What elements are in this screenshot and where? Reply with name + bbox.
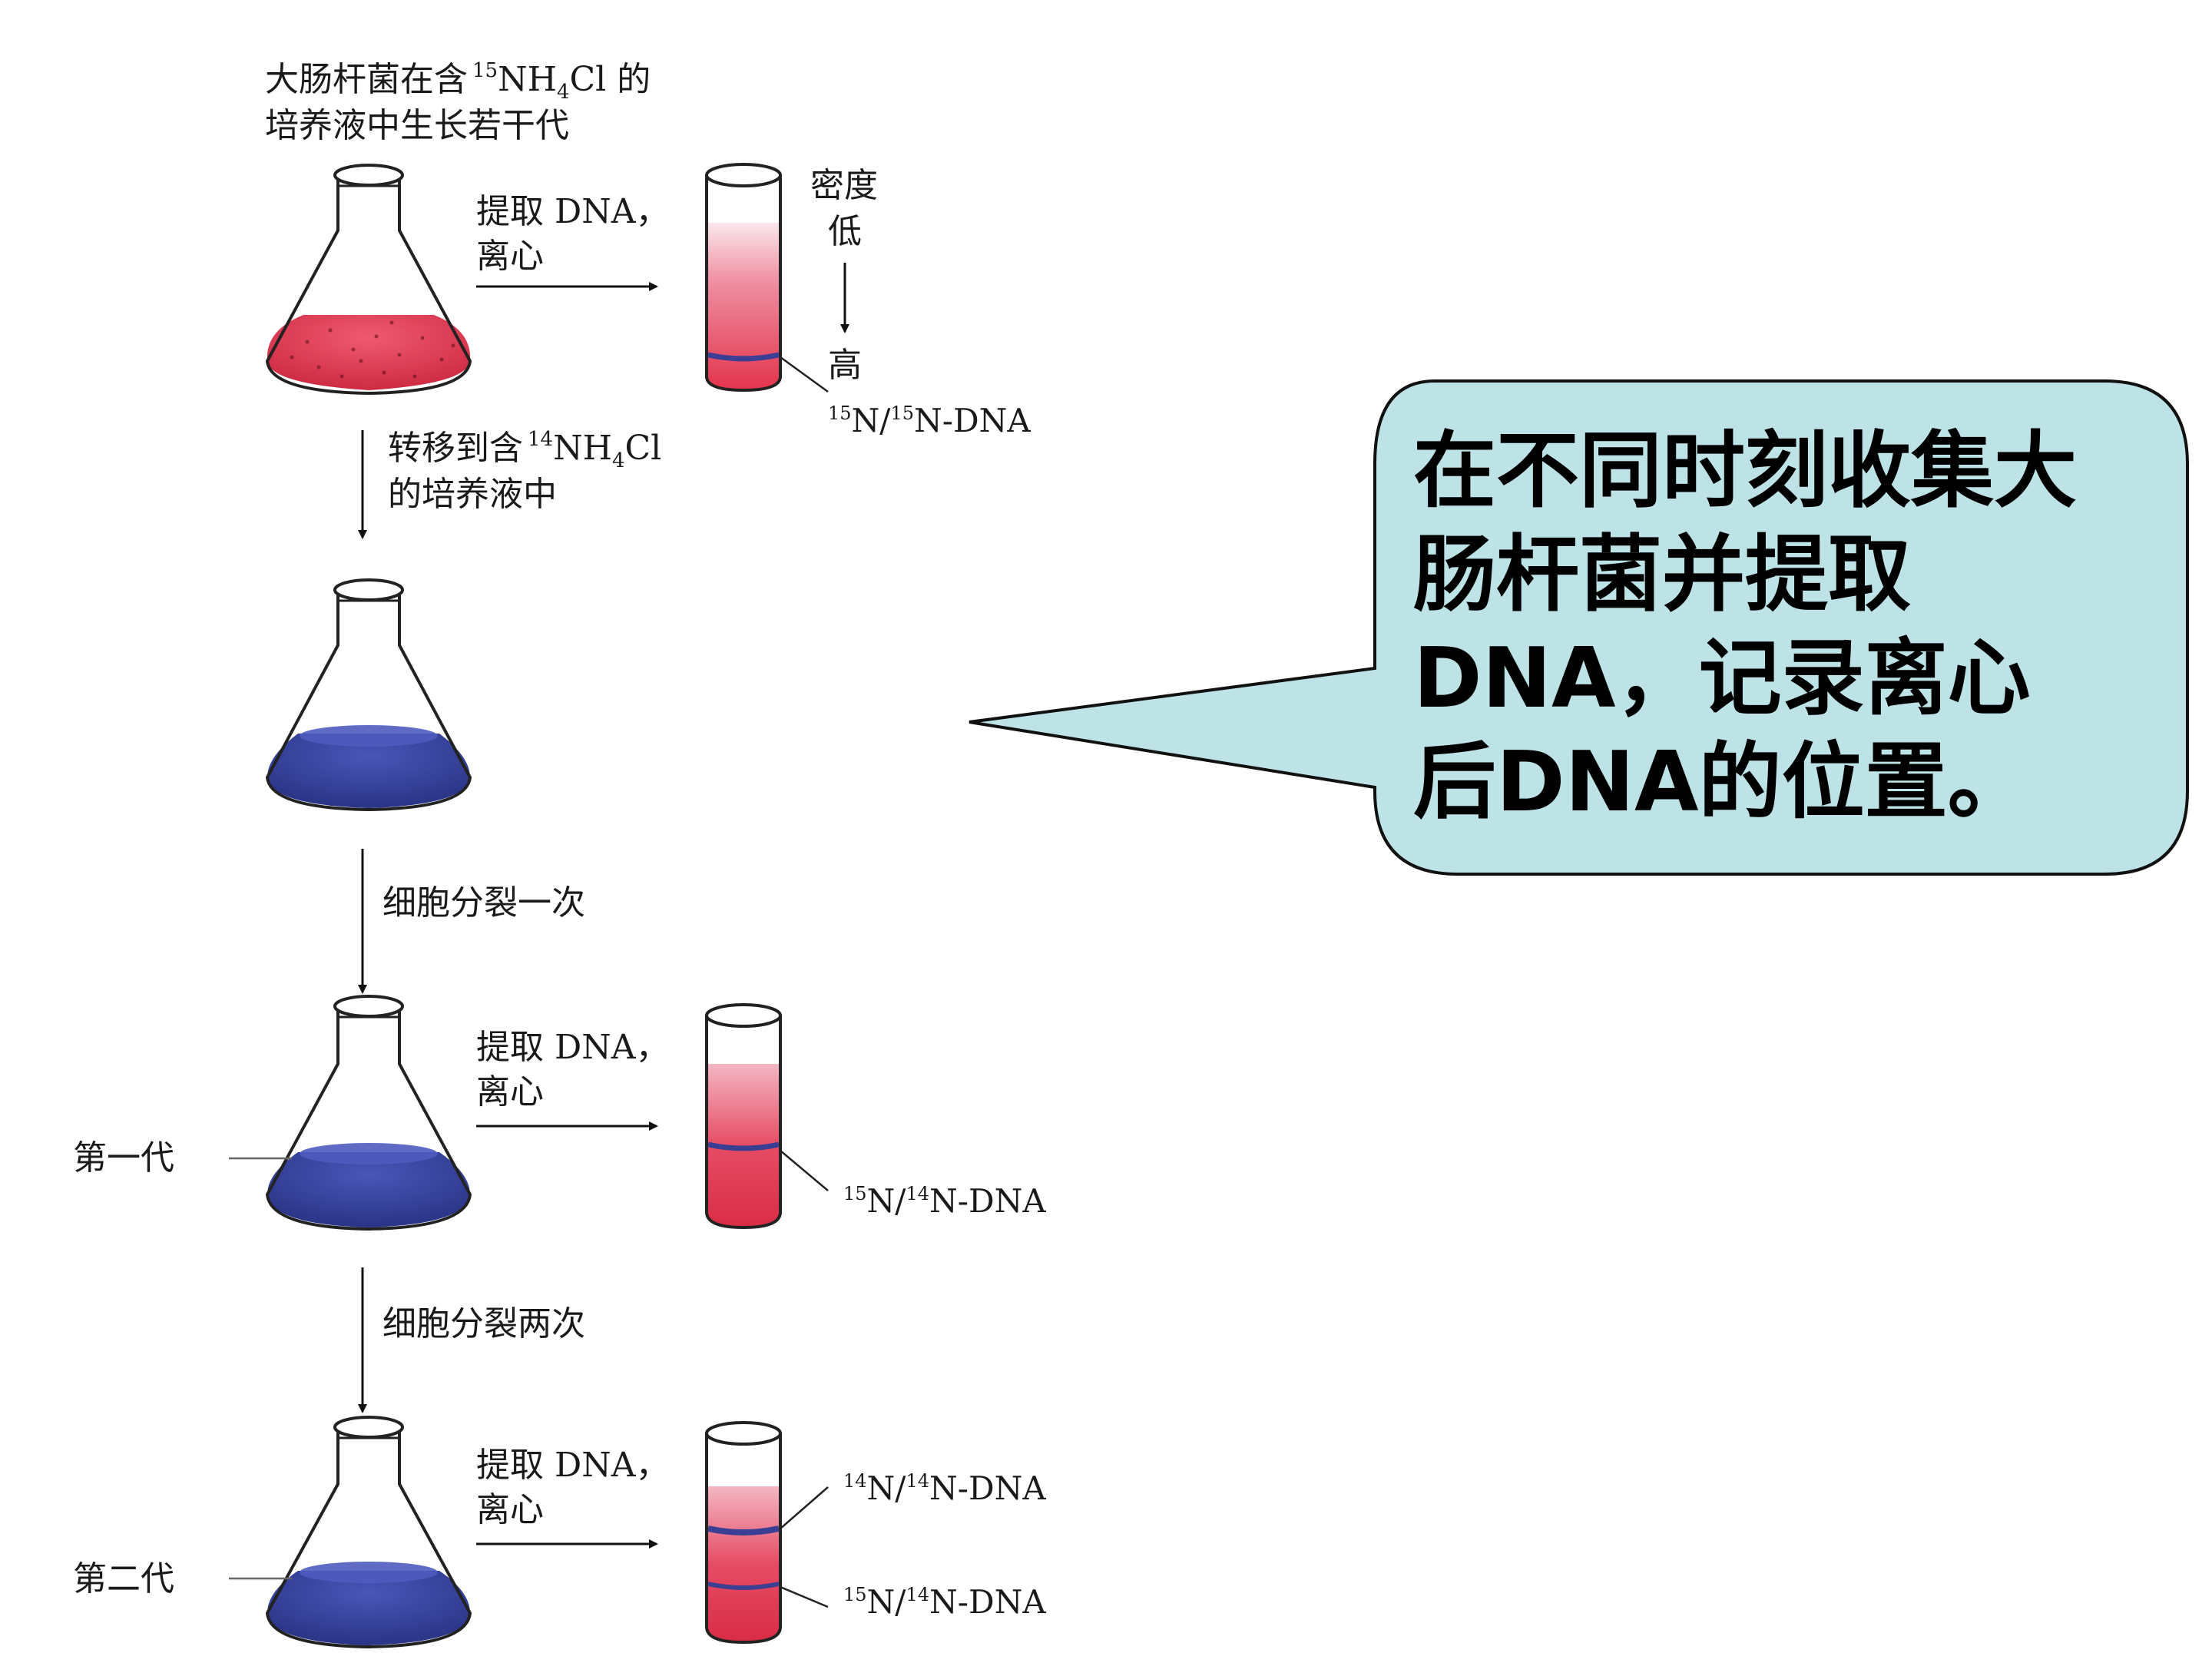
label-heavy: 15N/15N-DNA xyxy=(828,402,1031,439)
caption-compound-b: Cl 的 xyxy=(570,60,651,99)
density-label-high: 高 xyxy=(828,346,862,385)
extract-label-3: 提取 DNA， 离心 xyxy=(476,1446,670,1529)
callout-line-1: 在不同时刻收集大 xyxy=(1413,423,2077,519)
band-hybrid-gen1 xyxy=(707,1141,780,1151)
extract-label-3-line1: 提取 DNA， xyxy=(476,1446,670,1485)
extract-label-3-line2: 离心 xyxy=(476,1490,544,1529)
transfer-compound-a: NH xyxy=(553,429,612,468)
transfer-line2: 的培养液中 xyxy=(388,475,557,514)
flask-original-red xyxy=(265,164,472,396)
density-label-low: 低 xyxy=(828,212,862,251)
label-heavy-sup-b: 15 xyxy=(890,402,914,424)
caption-line1-prefix: 大肠杆菌在含 xyxy=(265,60,468,99)
caption-compound-a: NH xyxy=(498,60,557,99)
tube-generation-2 xyxy=(705,1421,782,1645)
label-hybrid-gen1-sup-b: 14 xyxy=(906,1183,929,1204)
band-light-gen2 xyxy=(707,1526,780,1535)
transfer-subscript: 4 xyxy=(612,449,625,472)
leader-light-gen2 xyxy=(780,1486,829,1529)
label-light-mid: N/ xyxy=(867,1469,907,1507)
flask-transferred-blue xyxy=(265,578,472,812)
callout-line-3: DNA，记录离心 xyxy=(1413,631,2031,727)
division-once-label: 细胞分裂一次 xyxy=(382,883,585,923)
leader-hybrid-gen1 xyxy=(780,1150,829,1191)
label-hybrid-gen1-tail: N-DNA xyxy=(929,1182,1046,1220)
leader-heavy xyxy=(780,356,829,393)
label-light-sup-a: 14 xyxy=(843,1470,867,1492)
label-hybrid-gen1-mid: N/ xyxy=(867,1182,907,1220)
label-hybrid-gen2: 15N/14N-DNA xyxy=(843,1583,1046,1621)
caption-isotope: 15 xyxy=(472,59,498,82)
extract-label-1: 提取 DNA， 离心 xyxy=(476,192,670,276)
label-hybrid-gen2-sup-b: 14 xyxy=(906,1584,929,1605)
label-heavy-mid: N/ xyxy=(852,402,892,439)
extract-label-2: 提取 DNA， 离心 xyxy=(476,1028,670,1111)
callout-bubble: 在不同时刻收集大 肠杆菌并提取 DNA，记录离心 后DNA的位置。 xyxy=(969,379,2189,876)
transfer-compound-b: Cl xyxy=(625,429,662,468)
band-heavy xyxy=(707,352,780,362)
extract-label-1-line2: 离心 xyxy=(476,237,544,276)
caption-line2: 培养液中生长若干代 xyxy=(265,106,569,145)
extract-label-2-line2: 离心 xyxy=(476,1072,544,1111)
callout-line-4: 后DNA的位置。 xyxy=(1413,734,2031,830)
label-hybrid-gen2-mid: N/ xyxy=(867,1583,907,1621)
label-light-sup-b: 14 xyxy=(906,1470,929,1492)
callout-line-2: 肠杆菌并提取 xyxy=(1413,527,1911,623)
extract-label-1-line1: 提取 DNA， xyxy=(476,192,670,231)
extract-label-2-line1: 提取 DNA， xyxy=(476,1028,670,1067)
label-light-gen2: 14N/14N-DNA xyxy=(843,1469,1046,1507)
leader-hybrid-gen2 xyxy=(780,1585,829,1608)
band-hybrid-gen2 xyxy=(707,1582,780,1590)
flask-generation-1 xyxy=(265,995,472,1231)
label-hybrid-gen1: 15N/14N-DNA xyxy=(843,1182,1046,1220)
callout-shape xyxy=(969,379,2189,876)
tube-heavy xyxy=(705,163,782,393)
label-hybrid-gen2-tail: N-DNA xyxy=(929,1583,1046,1621)
density-label-line1: 密度 xyxy=(810,166,878,205)
transfer-prefix: 转移到含 xyxy=(388,429,523,468)
caption-subscript: 4 xyxy=(557,81,570,104)
generation-2-label: 第二代 xyxy=(73,1559,174,1598)
label-hybrid-gen1-sup-a: 15 xyxy=(843,1183,867,1204)
generation-1-label: 第一代 xyxy=(73,1138,174,1178)
label-heavy-sup-a: 15 xyxy=(828,402,852,424)
tube-generation-1 xyxy=(705,1003,782,1230)
flask-generation-2 xyxy=(265,1416,472,1649)
density-indicator: 密度 低 高 xyxy=(810,166,878,385)
label-heavy-tail: N-DNA xyxy=(914,402,1031,439)
label-light-tail: N-DNA xyxy=(929,1469,1046,1507)
transfer-isotope: 14 xyxy=(528,428,553,451)
label-hybrid-gen2-sup-a: 15 xyxy=(843,1584,867,1605)
division-twice-label: 细胞分裂两次 xyxy=(382,1304,585,1343)
